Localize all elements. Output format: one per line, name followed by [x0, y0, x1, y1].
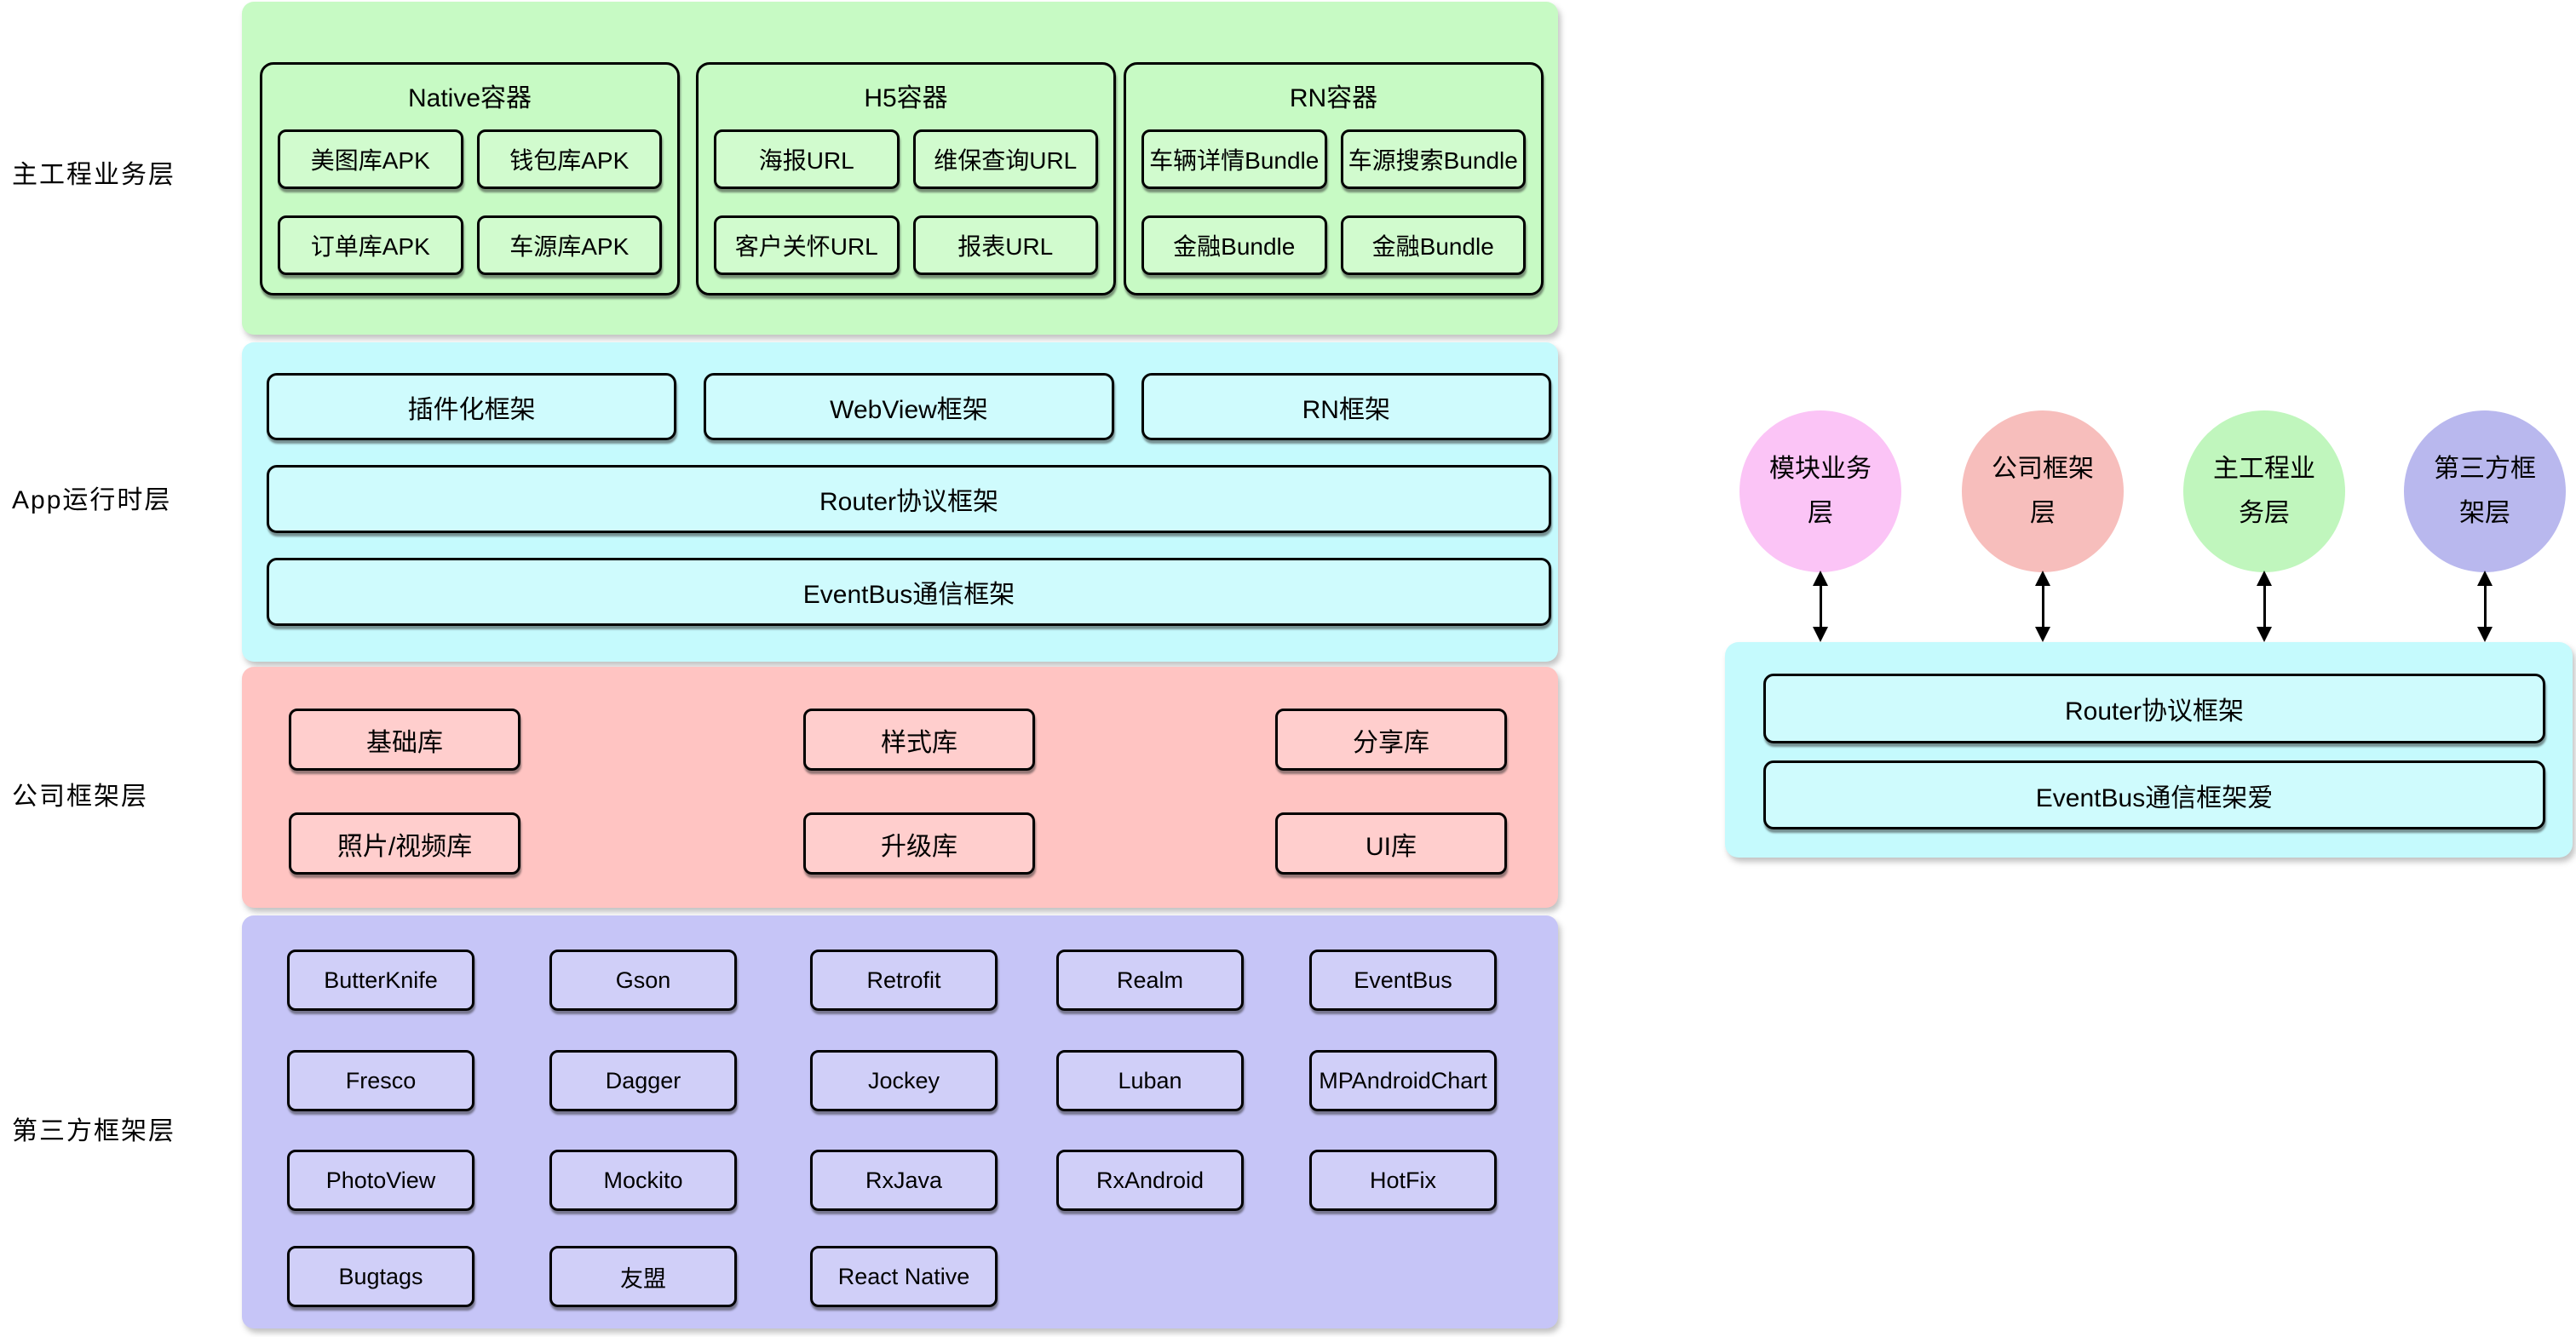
library-box: HotFix	[1309, 1150, 1497, 1211]
h5-container-title: H5容器	[864, 84, 948, 112]
module-box: 金融Bundle	[1340, 215, 1526, 275]
library-box: Mockito	[549, 1150, 737, 1211]
library-box: 照片/视频库	[289, 812, 520, 875]
h5-container-box: H5容器 海报URL 维保查询URL 客户关怀URL 报表URL	[696, 62, 1116, 296]
module-box: 维保查询URL	[912, 129, 1098, 189]
library-box: Luban	[1056, 1050, 1244, 1111]
double-headed-arrow-icon	[2256, 571, 2273, 642]
library-box: RxAndroid	[1056, 1150, 1244, 1211]
native-items-row-1: 美图库APK 钱包库APK	[278, 129, 662, 189]
h5-items-row-2: 客户关怀URL 报表URL	[714, 215, 1098, 275]
summary-circle-third-party: 第三方框 架层	[2404, 410, 2566, 572]
library-box: React Native	[810, 1246, 998, 1307]
module-box: 车辆详情Bundle	[1141, 129, 1327, 189]
layer-label-app-runtime: App运行时层	[12, 486, 172, 514]
module-box: 车源库APK	[476, 215, 662, 275]
circle-label-line: 务层	[2239, 499, 2290, 527]
library-box: Retrofit	[810, 950, 998, 1011]
library-box: Bugtags	[287, 1246, 474, 1307]
library-box: ButterKnife	[287, 950, 474, 1011]
double-headed-arrow-icon	[1812, 571, 1829, 642]
native-items-row-2: 订单库APK 车源库APK	[278, 215, 662, 275]
circle-label-line: 架层	[2459, 499, 2510, 527]
framework-box: 插件化框架	[267, 373, 677, 440]
library-box: UI库	[1275, 812, 1507, 875]
rn-items-row-2: 金融Bundle 金融Bundle	[1141, 215, 1526, 275]
library-box: EventBus	[1309, 950, 1497, 1011]
library-box: Realm	[1056, 950, 1244, 1011]
summary-communication-panel: Router协议框架 EventBus通信框架爱	[1725, 642, 2573, 858]
native-container-box: Native容器 美图库APK 钱包库APK 订单库APK 车源库APK	[260, 62, 680, 296]
double-headed-arrow-icon	[2476, 571, 2493, 642]
library-box: 友盟	[549, 1246, 737, 1307]
arrow-shaft	[2041, 582, 2044, 631]
library-box: 分享库	[1275, 709, 1507, 771]
module-box: 报表URL	[912, 215, 1098, 275]
rn-items-row-1: 车辆详情Bundle 车源搜索Bundle	[1141, 129, 1526, 189]
layer-label-third-party: 第三方框架层	[12, 1117, 175, 1145]
circle-label-line: 第三方框	[2434, 455, 2536, 483]
circle-label-line: 层	[2030, 499, 2056, 527]
library-box: Dagger	[549, 1050, 737, 1111]
arrow-shaft	[2263, 582, 2266, 631]
library-box: Jockey	[810, 1050, 998, 1111]
library-box: Gson	[549, 950, 737, 1011]
library-box: Fresco	[287, 1050, 474, 1111]
summary-router-box: Router协议框架	[1763, 674, 2545, 743]
h5-items-row-1: 海报URL 维保查询URL	[714, 129, 1098, 189]
library-box: RxJava	[810, 1150, 998, 1211]
summary-circle-company-framework: 公司框架 层	[1962, 410, 2124, 572]
summary-eventbus-box: EventBus通信框架爱	[1763, 760, 2545, 829]
library-box: MPAndroidChart	[1309, 1050, 1497, 1111]
summary-circle-module-business: 模块业务 层	[1739, 410, 1901, 572]
module-box: 金融Bundle	[1141, 215, 1327, 275]
module-box: 美图库APK	[278, 129, 463, 189]
circle-label-line: 主工程业	[2213, 455, 2315, 483]
router-framework-box: Router协议框架	[267, 465, 1551, 533]
main-business-layer-block: Native容器 美图库APK 钱包库APK 订单库APK 车源库APK H5容…	[242, 2, 1558, 335]
third-party-layer-block: ButterKnife Gson Retrofit Realm EventBus…	[242, 915, 1558, 1328]
library-box: PhotoView	[287, 1150, 474, 1211]
double-headed-arrow-icon	[2034, 571, 2051, 642]
eventbus-framework-box: EventBus通信框架	[267, 558, 1551, 626]
framework-box: WebView框架	[704, 373, 1114, 440]
rn-container-title: RN容器	[1289, 84, 1378, 112]
module-box: 海报URL	[714, 129, 900, 189]
layer-label-company-framework: 公司框架层	[12, 783, 148, 811]
app-runtime-layer-block: 插件化框架 WebView框架 RN框架 Router协议框架 EventBus…	[242, 342, 1558, 662]
circle-label-line: 模块业务	[1769, 455, 1872, 483]
arrow-shaft	[1819, 582, 1822, 631]
module-box: 客户关怀URL	[714, 215, 900, 275]
circle-label-line: 层	[1808, 499, 1833, 527]
library-box: 升级库	[803, 812, 1035, 875]
company-framework-layer-block: 基础库 样式库 分享库 照片/视频库 升级库 UI库	[242, 667, 1558, 908]
layer-label-main-business: 主工程业务层	[12, 161, 175, 189]
library-box: 样式库	[803, 709, 1035, 771]
library-box: 基础库	[289, 709, 520, 771]
summary-circle-main-business: 主工程业 务层	[2183, 410, 2345, 572]
module-box: 车源搜索Bundle	[1340, 129, 1526, 189]
runtime-frameworks-row: 插件化框架 WebView框架 RN框架	[267, 373, 1551, 440]
circle-label-line: 公司框架	[1992, 455, 2094, 483]
arrow-shaft	[2483, 582, 2487, 631]
framework-box: RN框架	[1141, 373, 1551, 440]
native-container-title: Native容器	[407, 84, 532, 112]
module-box: 订单库APK	[278, 215, 463, 275]
rn-container-box: RN容器 车辆详情Bundle 车源搜索Bundle 金融Bundle 金融Bu…	[1124, 62, 1544, 296]
module-box: 钱包库APK	[476, 129, 662, 189]
